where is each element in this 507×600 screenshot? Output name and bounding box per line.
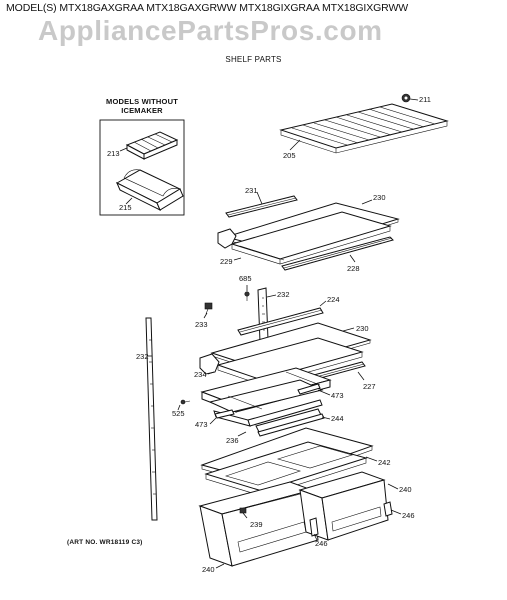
part-685-screw[interactable] [244, 291, 250, 301]
part-229-shelf-frame[interactable] [217, 211, 392, 265]
leader-line [177, 404, 181, 411]
part-label-205: 205 [283, 151, 296, 160]
part-label-231: 231 [245, 186, 258, 195]
leader-line [319, 300, 327, 307]
part-233-clip[interactable] [204, 302, 213, 315]
part-label-246a: 246 [402, 511, 415, 520]
leader-line [203, 312, 208, 319]
leader-line [125, 197, 133, 205]
part-label-230a: 230 [373, 193, 386, 202]
leader-line [313, 533, 318, 541]
leader-line [390, 509, 402, 515]
part-label-239: 239 [250, 520, 263, 529]
part-label-224: 224 [327, 295, 340, 304]
part-label-230b: 230 [356, 324, 369, 333]
part-label-232b: 232 [136, 352, 149, 361]
part-239-clip[interactable] [239, 507, 247, 514]
part-label-233: 233 [195, 320, 208, 329]
part-213-ice-tray[interactable] [125, 131, 179, 160]
leader-line [233, 257, 242, 261]
leader-line [317, 389, 331, 396]
model-number: MTX18GAXGRAA [59, 2, 144, 14]
part-232-shelf-support[interactable] [257, 287, 269, 343]
part-525-screw[interactable] [180, 399, 191, 405]
part-label-236: 236 [226, 436, 239, 445]
part-228-rail[interactable] [281, 236, 394, 271]
leader-line [266, 294, 277, 298]
model-number: MTX18GIXGRAA [239, 2, 320, 14]
leader-line [207, 371, 215, 375]
leader-line [119, 147, 128, 152]
part-label-246b: 246 [315, 539, 328, 548]
model-number: MTX18GAXGRWW [146, 2, 237, 14]
part-244-rail[interactable] [257, 413, 325, 437]
part-label-240b: 240 [202, 565, 215, 574]
part-234-shelf-frame[interactable] [199, 337, 364, 386]
variant-box [99, 119, 185, 216]
part-label-227: 227 [363, 382, 376, 391]
leader-line [349, 254, 356, 263]
part-473-slide-rail[interactable] [297, 383, 321, 395]
part-label-473a: 473 [331, 391, 344, 400]
diagram-subtitle: SHELF PARTS [225, 55, 282, 64]
leader-line [237, 431, 247, 437]
leader-line [387, 483, 399, 490]
leader-line [256, 191, 263, 205]
part-label-242: 242 [378, 458, 391, 467]
part-label-473b: 473 [195, 420, 208, 429]
part-label-244: 244 [331, 414, 344, 423]
part-label-229: 229 [220, 257, 233, 266]
part-label-213: 213 [107, 149, 120, 158]
leader-line [342, 327, 355, 332]
part-label-525: 525 [172, 409, 185, 418]
leader-line [361, 199, 373, 205]
leader-line [289, 139, 301, 151]
part-label-240a: 240 [399, 485, 412, 494]
part-246-slide-rail[interactable] [309, 517, 319, 537]
model-number: MTX18GIXGRWW [321, 2, 409, 14]
part-242-crisper-cover[interactable] [200, 427, 374, 497]
variant-heading: MODELS WITHOUT ICEMAKER [106, 97, 178, 115]
part-205-wire-shelf[interactable] [279, 103, 449, 154]
art-number: (ART NO. WR18119 C3) [67, 539, 143, 546]
leader-line [409, 98, 419, 101]
leader-line [357, 371, 365, 381]
part-label-685: 685 [239, 274, 252, 283]
part-label-234: 234 [194, 370, 207, 379]
leader-line [242, 512, 248, 519]
part-246-slide-rail[interactable] [383, 501, 393, 517]
part-232-shelf-support[interactable] [145, 317, 158, 521]
part-label-211: 211 [419, 95, 431, 104]
part-215-ice-bin[interactable] [115, 169, 184, 212]
leader-line [215, 563, 225, 569]
model-header: MODEL(S) MTX18GAXGRAA MTX18GAXGRWW MTX18… [0, 0, 507, 16]
part-231-shelf-trim[interactable] [225, 195, 298, 218]
part-label-228: 228 [347, 264, 360, 273]
part-224-shelf-trim[interactable] [237, 307, 324, 336]
part-240-crisper-drawer[interactable] [298, 471, 389, 541]
leader-line [321, 416, 331, 420]
part-label-215: 215 [119, 203, 132, 212]
part-473-slide-rail[interactable] [214, 409, 235, 419]
leader-line [365, 456, 378, 462]
model-prefix: MODEL(S) [6, 2, 57, 14]
watermark: AppliancePartsPros.com [38, 15, 383, 46]
leader-line [209, 417, 217, 425]
part-label-232a: 232 [277, 290, 290, 299]
part-211-clip[interactable] [401, 93, 411, 103]
part-236-slide-assembly[interactable] [200, 367, 332, 435]
